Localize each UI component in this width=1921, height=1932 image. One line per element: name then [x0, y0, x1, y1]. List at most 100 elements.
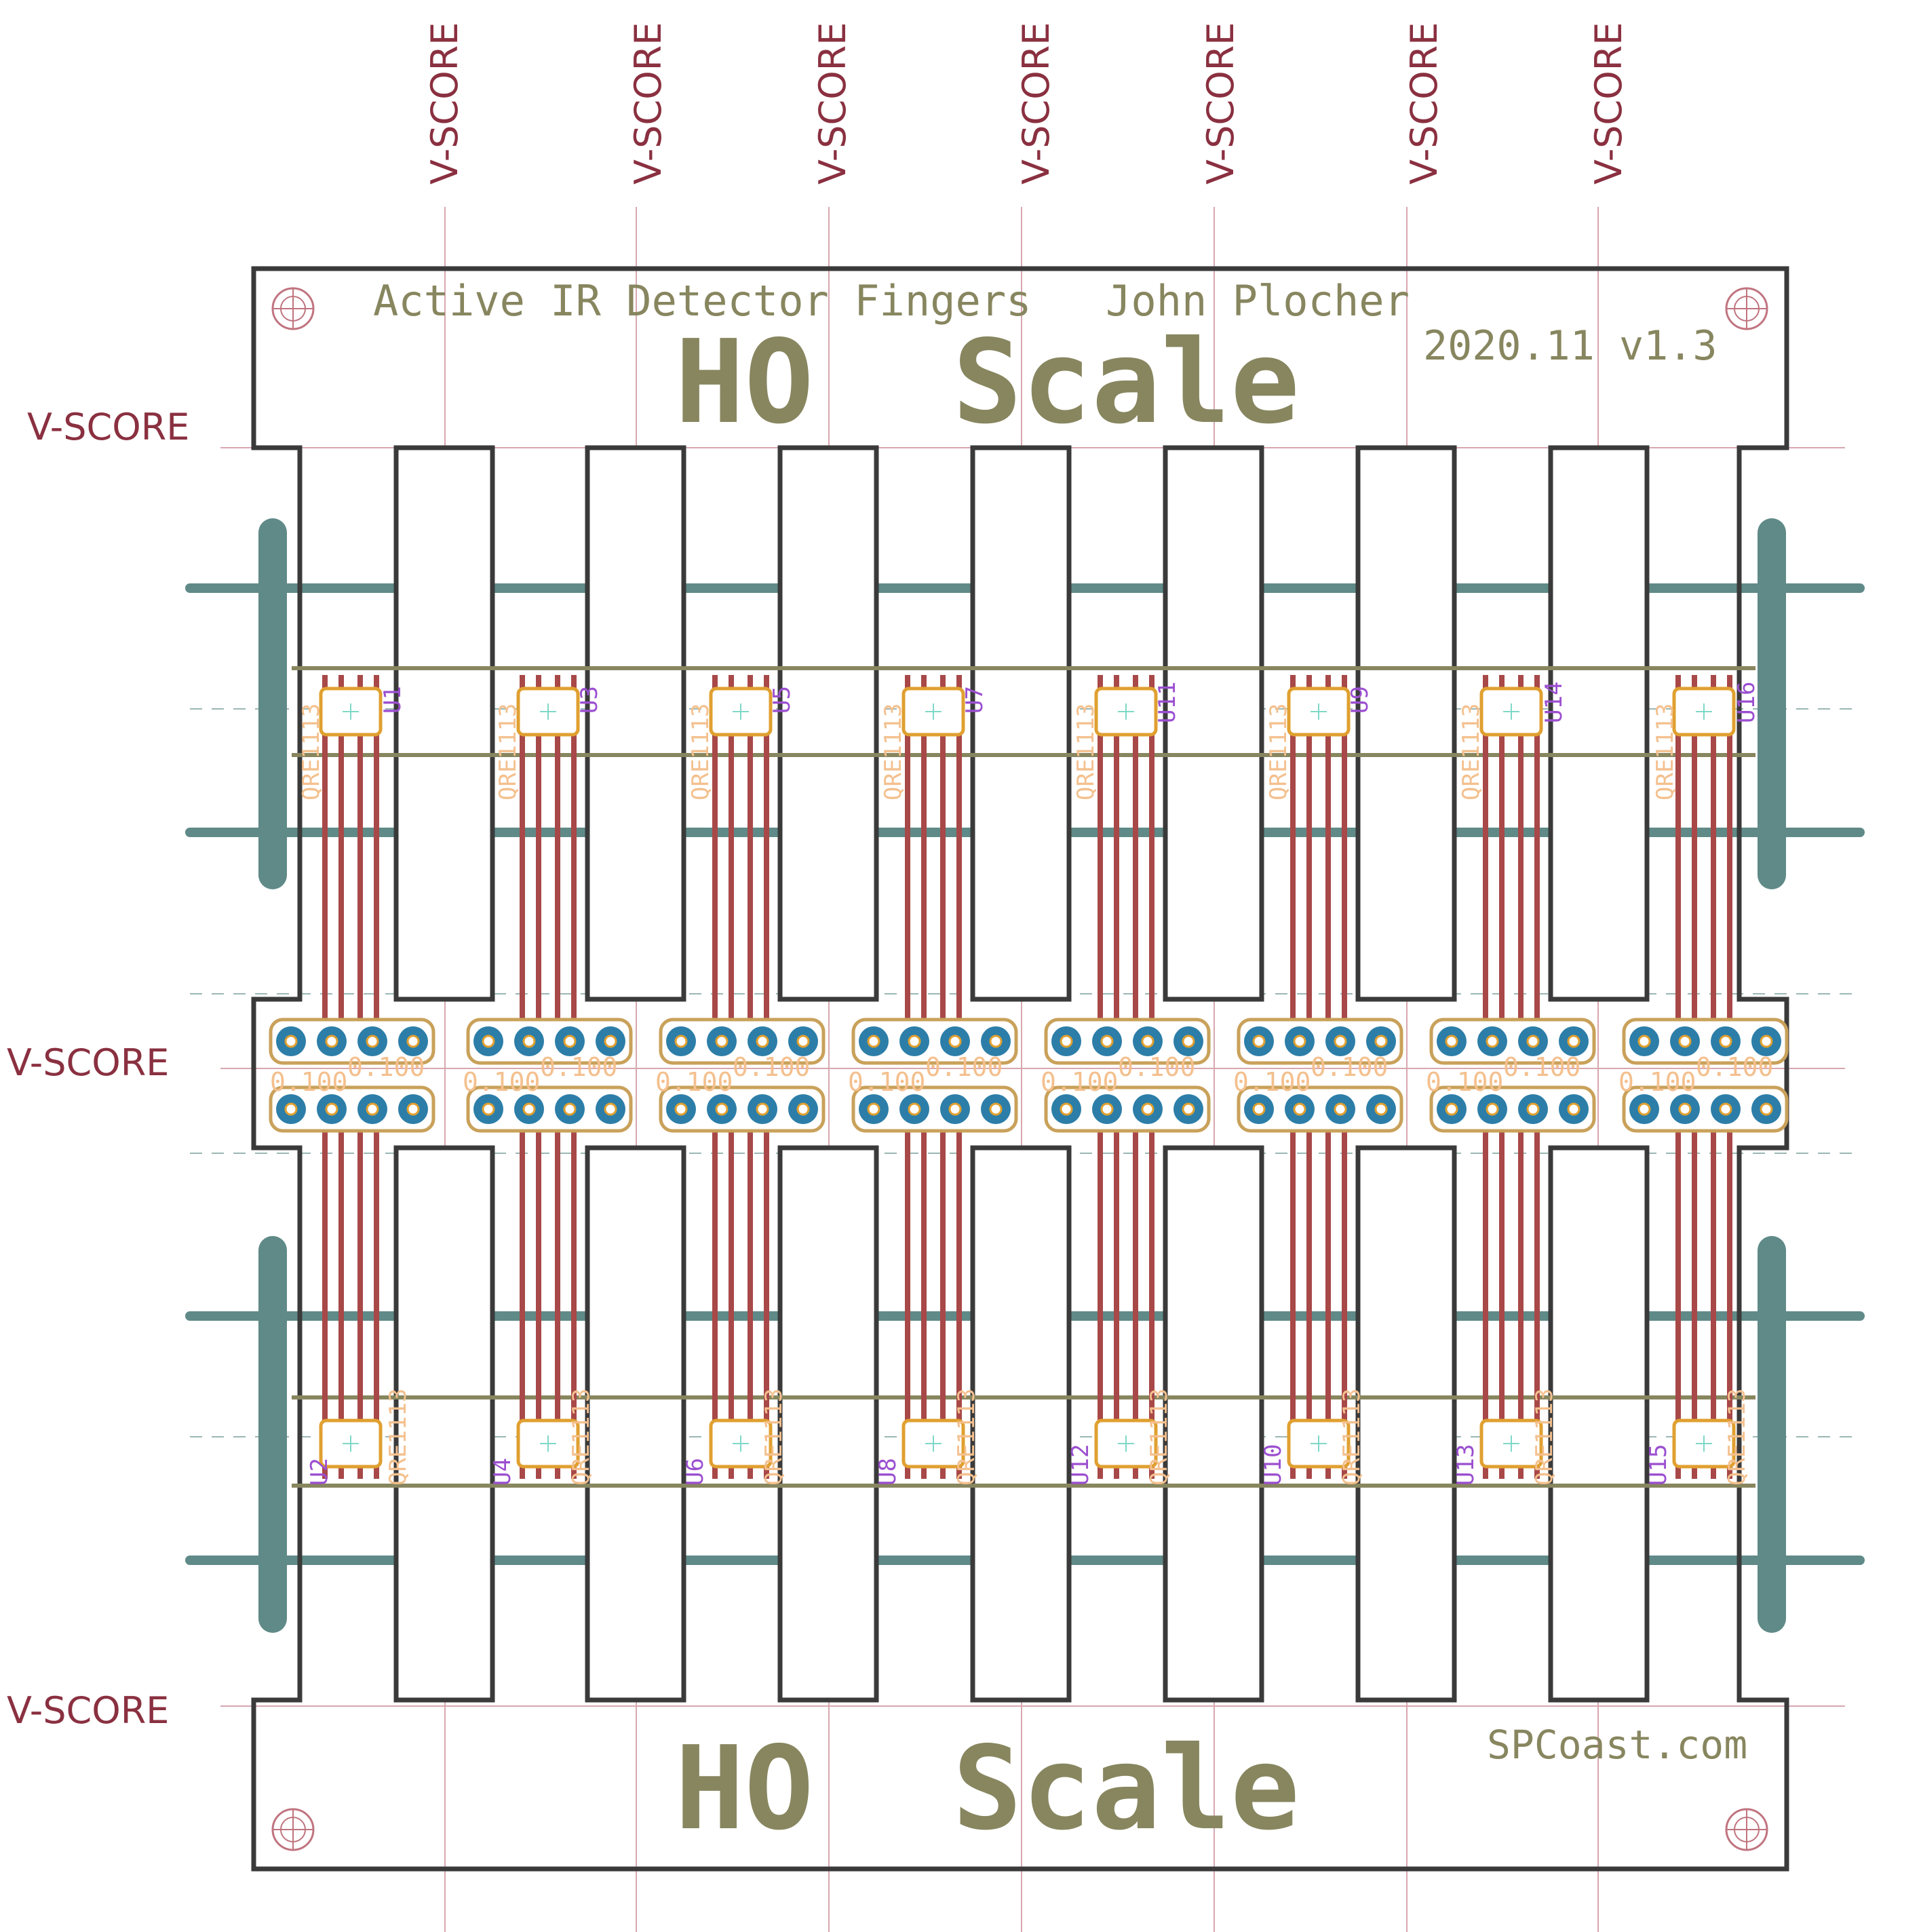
sensor-value-top-1: QRE1113 — [298, 703, 325, 800]
sensor-ref-bottom-4: U8 — [874, 1458, 901, 1486]
header-hole-1-1-1 — [284, 1035, 298, 1048]
header-hole-2-2-1 — [482, 1102, 495, 1116]
header-pads — [269, 1018, 1789, 1133]
header-hole-4-1-2 — [908, 1035, 921, 1048]
header-hole-8-2-3 — [1719, 1102, 1732, 1116]
finger-slot-top-7 — [1548, 445, 1650, 1002]
header-outline-6-2 — [1237, 1085, 1403, 1133]
finger-slot-top-1 — [393, 445, 495, 1002]
finger-slot-bottom-2 — [585, 1145, 686, 1703]
vscore-label-h3: V-SCORE — [7, 1689, 169, 1732]
pitch-label-6a: 0.100 — [1233, 1067, 1311, 1097]
header-hole-4-1-1 — [867, 1035, 880, 1048]
header-outline-2-2 — [466, 1085, 633, 1133]
bottom-scale-title: HO Scale — [675, 1722, 1300, 1856]
header-outline-1-2 — [269, 1085, 435, 1133]
header-outline-1-1 — [269, 1018, 435, 1065]
vscore-label-v4: V-SCORE — [1015, 22, 1057, 185]
finger-slot-top-6 — [1355, 445, 1457, 1002]
header-hole-7-2-2 — [1486, 1102, 1499, 1116]
header-pitch-labels: 0.100 0.100 0.100 0.100 0.100 0.100 0.10… — [270, 1052, 1773, 1097]
header-outline-3-2 — [659, 1085, 826, 1133]
finger-slot-top-2 — [585, 445, 686, 1002]
pitch-label-3b: 0.100 — [733, 1052, 810, 1082]
header-hole-2-1-3 — [563, 1035, 577, 1048]
sensor-value-bottom-7: QRE1113 — [1531, 1389, 1558, 1486]
header-outline-5-2 — [1044, 1085, 1211, 1133]
sensor-value-top-2: QRE1113 — [494, 703, 522, 800]
header-hole-1-2-4 — [406, 1102, 420, 1116]
board-outline — [251, 266, 1789, 1872]
ir-sensors — [319, 687, 1736, 1469]
header-hole-4-1-3 — [948, 1035, 962, 1048]
pitch-label-1a: 0.100 — [270, 1067, 347, 1097]
header-hole-3-1-4 — [796, 1035, 810, 1048]
sensor-ref-bottom-7: U13 — [1452, 1444, 1479, 1486]
header-title: Active IR Detector Fingers — [373, 276, 1032, 326]
header-hole-7-1-1 — [1445, 1035, 1458, 1048]
vscore-label-v1: V-SCORE — [423, 22, 466, 185]
header-hole-2-1-4 — [604, 1035, 617, 1048]
header-hole-6-1-2 — [1293, 1035, 1306, 1048]
header-hole-3-2-3 — [756, 1102, 769, 1116]
sensor-value-bottom-3: QRE1113 — [760, 1389, 788, 1486]
pitch-label-8b: 0.100 — [1696, 1052, 1773, 1082]
header-hole-7-1-2 — [1486, 1035, 1499, 1048]
header-hole-1-2-2 — [325, 1102, 338, 1116]
header-hole-8-2-4 — [1760, 1102, 1773, 1116]
silkscreen-lines — [292, 666, 1755, 1488]
header-hole-2-2-3 — [563, 1102, 577, 1116]
header-hole-5-1-3 — [1141, 1035, 1154, 1048]
header-hole-7-1-3 — [1526, 1035, 1540, 1048]
header-outline-4-2 — [851, 1085, 1018, 1133]
sensor-ref-top-3: U5 — [769, 686, 796, 714]
header-hole-5-2-4 — [1182, 1102, 1195, 1116]
sensor-value-top-4: QRE1113 — [880, 703, 907, 800]
sensor-value-top-8: QRE1113 — [1652, 703, 1679, 800]
pitch-label-7b: 0.100 — [1503, 1052, 1580, 1082]
pitch-label-4b: 0.100 — [925, 1052, 1003, 1082]
vscore-vertical-labels: V-SCORE V-SCORE V-SCORE V-SCORE V-SCORE … — [423, 22, 1630, 185]
finger-slot-bottom-6 — [1355, 1145, 1457, 1703]
sensor-ref-bottom-1: U2 — [306, 1458, 333, 1486]
sensor-ref-top-4: U7 — [961, 686, 988, 714]
header-outline-5-1 — [1044, 1018, 1211, 1065]
header-hole-3-2-4 — [796, 1102, 810, 1116]
vscore-label-h1: V-SCORE — [27, 406, 189, 448]
header-outline-7-1 — [1429, 1018, 1596, 1065]
header-hole-7-2-1 — [1445, 1102, 1458, 1116]
pitch-label-2a: 0.100 — [463, 1067, 540, 1097]
header-author: John Plocher — [1106, 276, 1410, 326]
header-hole-3-1-1 — [674, 1035, 688, 1048]
vscore-label-v6: V-SCORE — [1403, 22, 1445, 185]
finger-slot-top-3 — [777, 445, 879, 1002]
pitch-label-5b: 0.100 — [1118, 1052, 1195, 1082]
sensor-ref-bottom-8: U15 — [1645, 1444, 1672, 1486]
header-hole-8-1-2 — [1678, 1035, 1692, 1048]
finger-slot-bottom-4 — [970, 1145, 1072, 1703]
header-outline-2-1 — [466, 1018, 633, 1065]
sensor-value-top-5: QRE1113 — [1072, 703, 1100, 800]
pitch-label-7a: 0.100 — [1426, 1067, 1503, 1097]
header-hole-3-2-2 — [715, 1102, 729, 1116]
sensor-value-bottom-4: QRE1113 — [953, 1389, 980, 1486]
header-hole-5-2-3 — [1141, 1102, 1154, 1116]
sensor-ref-bottom-5: U12 — [1067, 1444, 1094, 1486]
header-hole-2-1-2 — [522, 1035, 536, 1048]
sensor-value-bottom-8: QRE1113 — [1724, 1389, 1751, 1486]
header-hole-4-2-2 — [908, 1102, 921, 1116]
vscore-label-h2: V-SCORE — [7, 1041, 169, 1084]
header-hole-6-1-3 — [1334, 1035, 1347, 1048]
header-hole-5-2-2 — [1100, 1102, 1114, 1116]
header-hole-6-2-1 — [1252, 1102, 1266, 1116]
header-hole-1-1-3 — [366, 1035, 379, 1048]
vscore-label-v2: V-SCORE — [627, 22, 670, 185]
sensor-ref-top-5: U11 — [1154, 682, 1181, 723]
header-hole-6-1-4 — [1374, 1035, 1388, 1048]
header-hole-8-2-2 — [1678, 1102, 1692, 1116]
header-hole-5-1-2 — [1100, 1035, 1114, 1048]
board-edge — [251, 266, 1789, 1872]
sensor-ref-bottom-2: U4 — [489, 1458, 516, 1486]
header-outline-3-1 — [659, 1018, 826, 1065]
